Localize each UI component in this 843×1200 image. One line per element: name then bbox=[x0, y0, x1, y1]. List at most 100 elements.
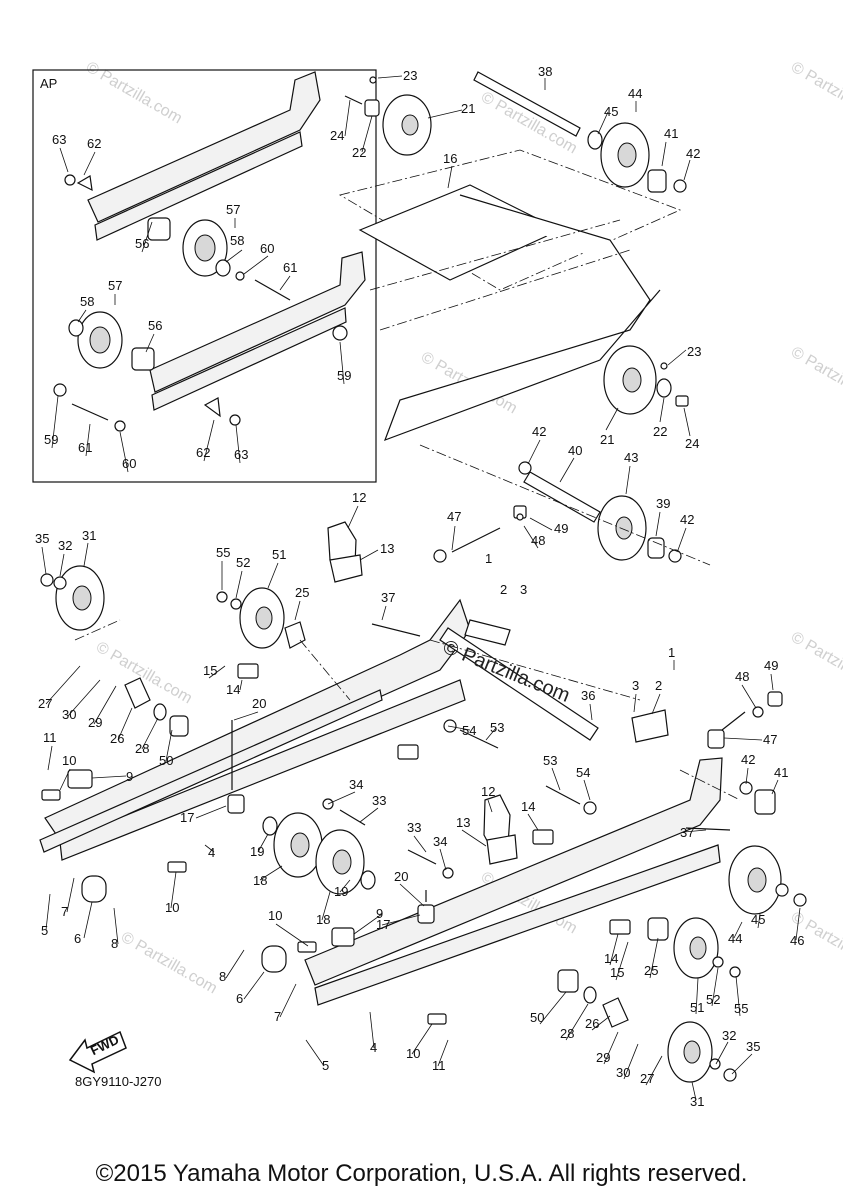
copyright-notice: ©2015 Yamaha Motor Corporation, U.S.A. A… bbox=[95, 1160, 748, 1187]
callout-14c: 14 bbox=[604, 951, 618, 966]
callout-39: 39 bbox=[656, 496, 670, 511]
callout-10: 10 bbox=[62, 753, 76, 768]
callout-32b: 32 bbox=[722, 1028, 736, 1043]
callout-56b: 56 bbox=[148, 318, 162, 333]
callout-27: 27 bbox=[38, 696, 52, 711]
callout-58: 58 bbox=[230, 233, 244, 248]
callout-35b: 35 bbox=[746, 1039, 760, 1054]
callout-9b: 9 bbox=[376, 906, 383, 921]
watermark-faint: © Partzilla.com bbox=[83, 59, 185, 128]
callout-labels: 63 62 57 58 60 61 56 57 58 56 59 59 61 6… bbox=[35, 64, 804, 1109]
callout-26: 26 bbox=[110, 731, 124, 746]
callout-9: 9 bbox=[126, 769, 133, 784]
callout-2b: 2 bbox=[655, 678, 662, 693]
callout-33b: 33 bbox=[407, 820, 421, 835]
callout-6: 6 bbox=[74, 931, 81, 946]
callout-31: 31 bbox=[82, 528, 96, 543]
callout-62b: 62 bbox=[196, 445, 210, 460]
fwd-arrow: FWD bbox=[68, 1030, 127, 1074]
callout-52: 52 bbox=[236, 555, 250, 570]
callout-8: 8 bbox=[111, 936, 118, 951]
callout-42c: 42 bbox=[680, 512, 694, 527]
callout-54: 54 bbox=[462, 723, 476, 738]
callout-47b: 47 bbox=[763, 732, 777, 747]
callout-55: 55 bbox=[216, 545, 230, 560]
callout-40: 40 bbox=[568, 443, 582, 458]
callout-3b: 3 bbox=[632, 678, 639, 693]
watermark-faint: © Partzilla.com bbox=[788, 629, 843, 698]
callout-19b: 19 bbox=[334, 884, 348, 899]
callout-32: 32 bbox=[58, 538, 72, 553]
callout-23b: 23 bbox=[687, 344, 701, 359]
callout-3: 3 bbox=[520, 582, 527, 597]
callout-63: 63 bbox=[52, 132, 66, 147]
watermark-faint: © Partzilla.com bbox=[118, 929, 220, 998]
lower-assembly bbox=[39, 521, 807, 1083]
callout-43: 43 bbox=[624, 450, 638, 465]
callout-51: 51 bbox=[272, 547, 286, 562]
callout-63b: 63 bbox=[234, 447, 248, 462]
callout-25: 25 bbox=[295, 585, 309, 600]
callout-61: 61 bbox=[283, 260, 297, 275]
callout-45b: 45 bbox=[751, 912, 765, 927]
callout-19: 19 bbox=[250, 844, 264, 859]
callout-35: 35 bbox=[35, 531, 49, 546]
callout-31b: 31 bbox=[690, 1094, 704, 1109]
callout-60b: 60 bbox=[122, 456, 136, 471]
callout-7b: 7 bbox=[274, 1009, 281, 1024]
callout-57: 57 bbox=[226, 202, 240, 217]
callout-51b: 51 bbox=[690, 1000, 704, 1015]
callout-10b: 10 bbox=[165, 900, 179, 915]
callout-34b: 34 bbox=[433, 834, 447, 849]
callout-46: 46 bbox=[790, 933, 804, 948]
callout-20b: 20 bbox=[394, 869, 408, 884]
callout-60: 60 bbox=[260, 241, 274, 256]
callout-34: 34 bbox=[349, 777, 363, 792]
callout-11: 11 bbox=[43, 730, 57, 745]
upper-assembly bbox=[338, 71, 711, 566]
callout-14b: 14 bbox=[521, 799, 535, 814]
callout-41b: 41 bbox=[774, 765, 788, 780]
callout-37b: 37 bbox=[680, 825, 694, 840]
callout-58b: 58 bbox=[80, 294, 94, 309]
callout-10c: 10 bbox=[268, 908, 282, 923]
callout-1: 1 bbox=[485, 551, 492, 566]
callout-27b: 27 bbox=[640, 1071, 654, 1086]
callout-44b: 44 bbox=[728, 931, 742, 946]
watermark-faint: © Partzilla.com bbox=[788, 59, 843, 128]
callout-21b: 21 bbox=[600, 432, 614, 447]
callout-2: 2 bbox=[500, 582, 507, 597]
callout-62: 62 bbox=[87, 136, 101, 151]
callout-59: 59 bbox=[337, 368, 351, 383]
callout-8b: 8 bbox=[219, 969, 226, 984]
callout-6b: 6 bbox=[236, 991, 243, 1006]
callout-49b: 49 bbox=[764, 658, 778, 673]
callout-42b: 42 bbox=[532, 424, 546, 439]
callout-30b: 30 bbox=[616, 1065, 630, 1080]
callout-12: 12 bbox=[352, 490, 366, 505]
callout-23: 23 bbox=[403, 68, 417, 83]
callout-24: 24 bbox=[330, 128, 344, 143]
callout-29b: 29 bbox=[596, 1050, 610, 1065]
callout-4: 4 bbox=[208, 845, 215, 860]
watermark-faint: © Partzilla.com bbox=[788, 344, 843, 413]
callout-53b: 53 bbox=[543, 753, 557, 768]
callout-1b: 1 bbox=[668, 645, 675, 660]
diagram-code: 8GY9110-J270 bbox=[75, 1074, 162, 1089]
callout-18b: 18 bbox=[316, 912, 330, 927]
callout-12b: 12 bbox=[481, 784, 495, 799]
callout-55b: 55 bbox=[734, 1001, 748, 1016]
callout-5: 5 bbox=[41, 923, 48, 938]
callout-22: 22 bbox=[352, 145, 366, 160]
callout-13: 13 bbox=[380, 541, 394, 556]
callout-50b: 50 bbox=[530, 1010, 544, 1025]
callout-11b: 11 bbox=[432, 1058, 446, 1073]
callout-37: 37 bbox=[381, 590, 395, 605]
callout-45: 45 bbox=[604, 104, 618, 119]
callout-18: 18 bbox=[253, 873, 267, 888]
callout-17: 17 bbox=[180, 810, 194, 825]
callout-61b: 61 bbox=[78, 440, 92, 455]
callout-59b: 59 bbox=[44, 432, 58, 447]
callout-44: 44 bbox=[628, 86, 642, 101]
callout-47: 47 bbox=[447, 509, 461, 524]
